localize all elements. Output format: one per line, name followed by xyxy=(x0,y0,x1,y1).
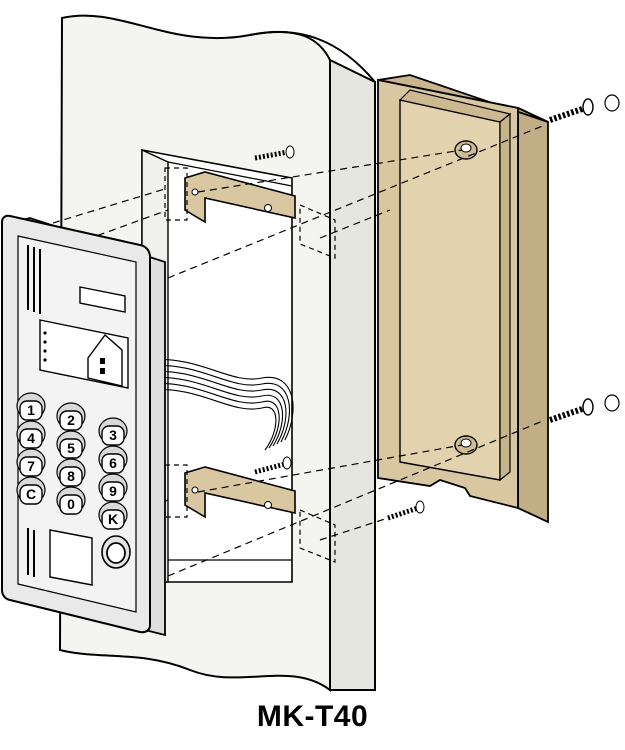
screw-right-top xyxy=(549,94,620,123)
surface-housing xyxy=(377,74,549,524)
screw-housing-lower xyxy=(387,500,425,521)
key-1[interactable]: 1 xyxy=(16,392,46,421)
key-label: 1 xyxy=(27,402,35,418)
keypad: 1 4 7C 2 5 8 0 3 6 9K xyxy=(16,392,128,530)
display-panel xyxy=(39,319,129,389)
key-5[interactable]: 5 xyxy=(56,430,86,459)
key-label: 3 xyxy=(109,427,117,443)
housing-boss-top xyxy=(454,140,478,160)
key-c[interactable]: C xyxy=(16,476,46,505)
screw-cap-bottom xyxy=(604,394,620,412)
call-button[interactable] xyxy=(101,535,131,569)
key-label: K xyxy=(108,511,118,527)
wall-side-face xyxy=(329,58,376,691)
bracket-top xyxy=(184,171,296,224)
screw-upper-inner xyxy=(254,145,295,161)
key-2[interactable]: 2 xyxy=(56,402,86,431)
key-0[interactable]: 0 xyxy=(56,486,86,515)
key-6[interactable]: 6 xyxy=(98,445,128,474)
key-label: 2 xyxy=(67,412,75,428)
microphone-slots xyxy=(27,528,35,577)
key-label: 0 xyxy=(67,496,75,512)
key-8[interactable]: 8 xyxy=(56,458,86,487)
bracket-bottom xyxy=(184,466,296,519)
camera-window xyxy=(49,529,93,586)
key-4[interactable]: 4 xyxy=(16,420,46,449)
key-label: 7 xyxy=(27,458,35,474)
mounting-diagram: 1 4 7C 2 5 8 0 3 6 9K xyxy=(1,14,620,692)
intercom-panel: 1 4 7C 2 5 8 0 3 6 9K xyxy=(1,214,166,637)
key-label: 6 xyxy=(109,455,117,471)
key-label: 4 xyxy=(27,430,35,446)
name-plate-window xyxy=(79,286,126,313)
screw-right-bottom xyxy=(549,394,620,423)
key-label: 8 xyxy=(67,468,75,484)
bracket-ghosts xyxy=(164,167,336,563)
key-7[interactable]: 7 xyxy=(16,448,46,477)
key-k[interactable]: K xyxy=(98,501,128,530)
key-label: 5 xyxy=(67,440,75,456)
key-3[interactable]: 3 xyxy=(98,417,128,446)
housing-boss-bottom xyxy=(454,435,478,455)
indicator-led xyxy=(43,331,47,335)
key-9[interactable]: 9 xyxy=(98,473,128,502)
ribbon-cable xyxy=(147,358,294,451)
speaker-grille xyxy=(27,245,41,314)
screw-cap-top xyxy=(604,94,620,112)
screw-lower-inner xyxy=(254,456,292,475)
key-label: C xyxy=(26,486,36,502)
model-caption: MK-T40 xyxy=(256,700,369,733)
key-label: 9 xyxy=(109,483,117,499)
